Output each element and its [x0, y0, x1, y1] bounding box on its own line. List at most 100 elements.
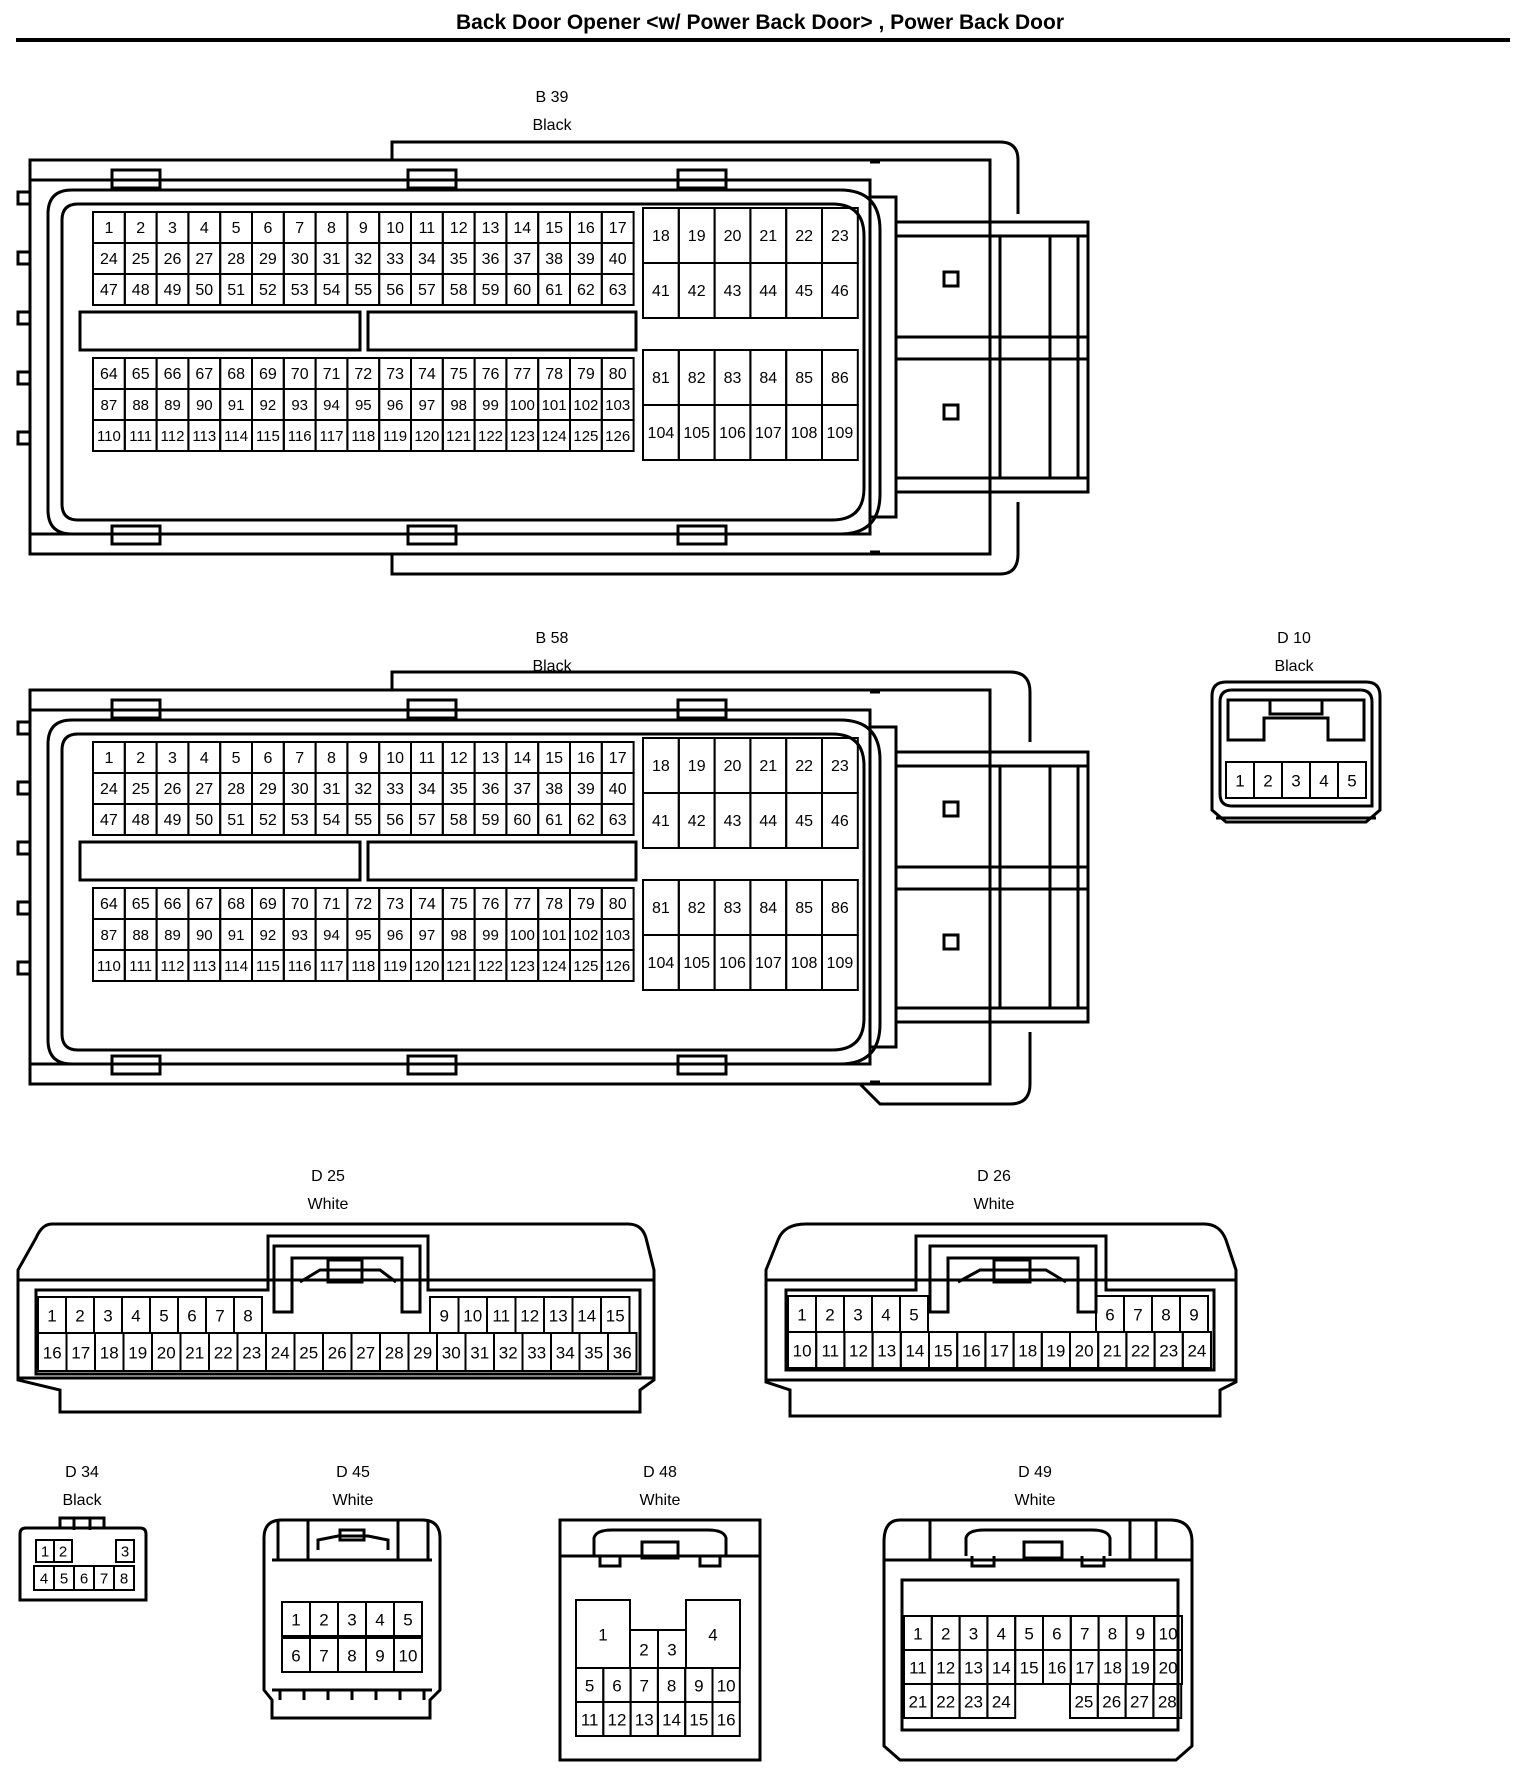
- d34-pin-3: [115, 1539, 135, 1563]
- d45-id-label: D 45: [336, 1464, 370, 1481]
- b39-pin-90-label: 90: [196, 397, 213, 414]
- b58-pin-91-label: 91: [228, 927, 245, 944]
- d25-pin-19-label: 19: [128, 1344, 147, 1363]
- d26-pin-24-label: 24: [1187, 1342, 1206, 1361]
- b39-pin-75-label: 75: [450, 366, 468, 383]
- b58-pin-3-label: 3: [168, 750, 177, 767]
- b58-pin-112-label: 112: [161, 958, 185, 975]
- b39-pin-77-label: 77: [513, 366, 531, 383]
- b39-pin-109: [821, 404, 859, 461]
- d26-id-label: D 26: [977, 1168, 1011, 1185]
- b39-pin-56-label: 56: [386, 282, 404, 299]
- b58-lever-hinge: [868, 725, 898, 1049]
- b39-pin-97-label: 97: [419, 397, 436, 414]
- b58-pin-face-outer: [46, 718, 882, 1066]
- b39-pin-25-label: 25: [132, 251, 150, 268]
- b39-top-cover: [390, 140, 1020, 214]
- b39-lever-tick: [870, 160, 880, 554]
- d48-pin-13-label: 13: [635, 1711, 654, 1730]
- b58-id-label: B 58: [535, 630, 569, 647]
- d34-pin-1-label: 1: [41, 1544, 49, 1561]
- b39-pin-112-label: 112: [161, 428, 185, 445]
- b58-pin-104-label: 104: [648, 955, 675, 972]
- b39-pin-86-label: 86: [831, 370, 849, 387]
- b39-pin-111-label: 111: [129, 428, 152, 445]
- d48-latch-tab: [640, 1540, 680, 1560]
- b58-lever-tick: [870, 690, 880, 1084]
- d49-pin-11-label: 11: [909, 1659, 927, 1678]
- d48-pin-9-label: 9: [694, 1677, 703, 1696]
- b58-pin-80-label: 80: [609, 896, 627, 913]
- b58-pin-8-label: 8: [327, 750, 336, 767]
- b39-pin-10-label: 10: [386, 220, 404, 237]
- d10-color-label: Black: [1274, 658, 1314, 675]
- d26-pin-11-label: 11: [821, 1342, 839, 1361]
- b58-pin-87-label: 87: [101, 927, 118, 944]
- d26-pin-7-label: 7: [1133, 1306, 1142, 1325]
- b58-pin-102-label: 102: [573, 927, 598, 944]
- b39-pin-7-label: 7: [295, 220, 304, 237]
- b39-pin-23-label: 23: [831, 228, 849, 245]
- d48-latch-feet: [598, 1556, 722, 1568]
- d26-pin-3-label: 3: [853, 1306, 862, 1325]
- d49-pin-5-label: 5: [1024, 1625, 1033, 1644]
- b39-pin-96-label: 96: [387, 397, 404, 414]
- d48-id-label: D 48: [643, 1464, 677, 1481]
- b58-pin-105-label: 105: [683, 955, 710, 972]
- d26-pin-13-label: 13: [877, 1342, 896, 1361]
- d34-latch: [58, 1516, 106, 1530]
- b58-pin-85-label: 85: [795, 900, 813, 917]
- b39-pin-24-label: 24: [100, 251, 118, 268]
- d10-pin-3-label: 3: [1291, 772, 1300, 791]
- d48-housing-outer: [558, 1518, 762, 1762]
- b39-pin-126: [600, 419, 635, 452]
- b58-pin-86-label: 86: [831, 900, 849, 917]
- d25-pin-28-label: 28: [385, 1344, 404, 1363]
- b58-pin-6-label: 6: [263, 750, 272, 767]
- b58-separator-left: [78, 840, 362, 882]
- b39-pin-2-label: 2: [136, 220, 145, 237]
- b58-pin-33-label: 33: [386, 781, 404, 798]
- b39-pin-64-label: 64: [100, 366, 118, 383]
- b39-pin-18-label: 18: [652, 228, 670, 245]
- b58-pin-98-label: 98: [450, 927, 467, 944]
- b58-side-rib-1: [16, 720, 32, 736]
- d10-housing-outer: [1210, 680, 1382, 824]
- b58-pin-116-label: 116: [288, 958, 312, 975]
- b58-pin-103-label: 103: [605, 927, 630, 944]
- b58-pin-95-label: 95: [355, 927, 372, 944]
- d25-pin-25-label: 25: [299, 1344, 318, 1363]
- b39-pin-82-label: 82: [688, 370, 706, 387]
- b39-pin-9-label: 9: [359, 220, 368, 237]
- b39-id-label: B 39: [535, 89, 569, 106]
- d25-latch-tab: [326, 1258, 364, 1284]
- b39-pin-84-label: 84: [759, 370, 777, 387]
- d26-pin-12-label: 12: [849, 1342, 868, 1361]
- b39-pin-55-label: 55: [354, 282, 372, 299]
- b58-top-latch-1: [110, 698, 162, 720]
- b58-side-rib-2: [16, 780, 32, 796]
- b58-separator-right: [366, 840, 638, 882]
- b39-side-rib-4: [16, 370, 32, 386]
- d26-pin-24: [1181, 1331, 1213, 1369]
- b58-pin-122-label: 122: [478, 958, 503, 975]
- b58-pin-82-label: 82: [688, 900, 706, 917]
- b39-pin-52-label: 52: [259, 282, 277, 299]
- b39-pin-58-label: 58: [450, 282, 468, 299]
- b58-bottom-cover: [392, 1032, 1032, 1106]
- b39-pin-113-label: 113: [192, 428, 216, 445]
- b39-pin-40-label: 40: [609, 251, 627, 268]
- d45-latch-tab: [338, 1528, 366, 1542]
- b58-pin-51-label: 51: [227, 812, 245, 829]
- b58-pin-41-label: 41: [652, 813, 670, 830]
- b39-pin-107-label: 107: [755, 425, 782, 442]
- b39-pin-122-label: 122: [478, 428, 503, 445]
- d34-color-label: Black: [62, 1492, 102, 1509]
- b58-pin-24-label: 24: [100, 781, 118, 798]
- b58-pin-67-label: 67: [195, 896, 213, 913]
- d34-pin-3-label: 3: [121, 1544, 129, 1561]
- b39-side-rib-3: [16, 310, 32, 326]
- b39-pin-118-label: 118: [351, 428, 375, 445]
- d34-pin-4-label: 4: [40, 1571, 48, 1588]
